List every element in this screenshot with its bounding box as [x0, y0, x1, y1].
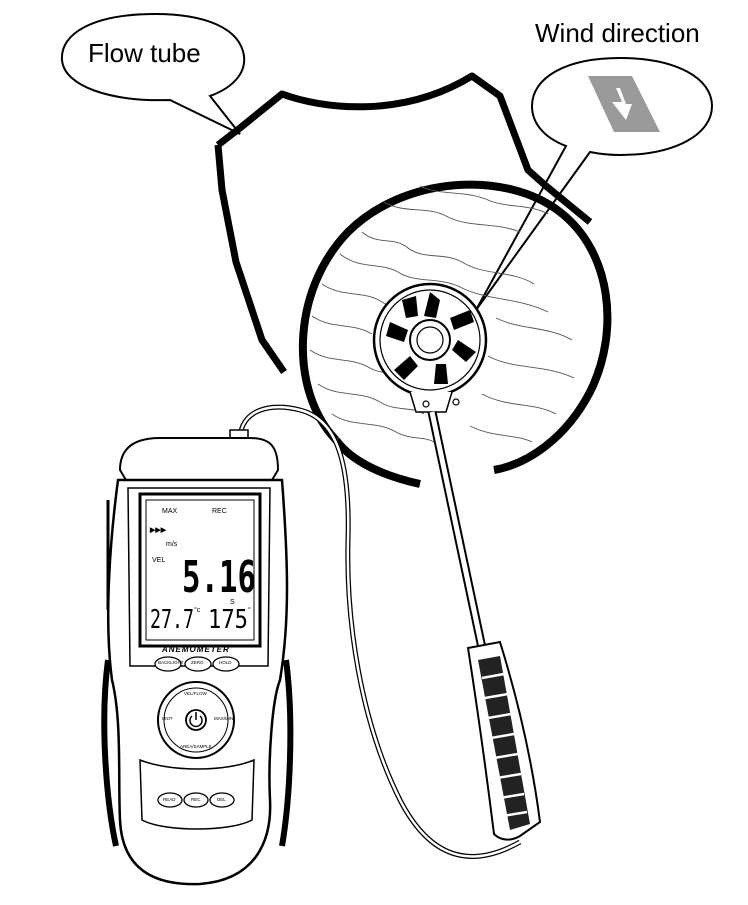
vane-blades: [386, 292, 476, 384]
vane-probe: [372, 282, 542, 841]
svg-text:AREA/SAMPLE: AREA/SAMPLE: [180, 744, 212, 749]
rec-button[interactable]: REC: [183, 792, 209, 808]
svg-text:UNIT: UNIT: [162, 716, 173, 721]
airflow-lines: [309, 185, 575, 443]
lcd-rec: REC: [212, 508, 227, 515]
power-icon: [189, 712, 203, 728]
flow-tube: [214, 72, 612, 488]
hold-button[interactable]: HOLD: [212, 656, 240, 672]
svg-text:BACKLIGHT: BACKLIGHT: [158, 660, 184, 665]
svg-text:DEL: DEL: [217, 797, 226, 802]
anemometer-meter: MAX REC ▶▶▶ m/s VEL 5.16 S 27.7 °c 175 °…: [101, 429, 294, 886]
lcd-s-label: S: [230, 599, 235, 606]
brand-label: ANEMOMETER: [161, 645, 230, 654]
svg-text:VEL/FLOW: VEL/FLOW: [184, 691, 208, 696]
lcd-main-value: 5.16: [182, 552, 256, 603]
power-button[interactable]: [185, 709, 207, 731]
area-sample-button[interactable]: AREA/SAMPLE: [180, 744, 212, 749]
backlight-button[interactable]: BACKLIGHT: [154, 656, 184, 672]
svg-text:MAX/MIN: MAX/MIN: [214, 716, 233, 721]
read-button[interactable]: READ: [157, 792, 183, 808]
battery-indicator: ▶▶▶: [149, 527, 167, 534]
wind-direction-callout: [475, 56, 714, 311]
flow-tube-label: Flow tube: [88, 38, 201, 68]
lcd-max: MAX: [162, 508, 178, 515]
lcd-display: MAX REC ▶▶▶ m/s VEL 5.16 S 27.7 °c 175 °: [138, 492, 262, 648]
del-button[interactable]: DEL: [209, 792, 235, 808]
lcd-second-unit: °: [248, 606, 251, 614]
flow-tube-callout: Flow tube: [60, 12, 246, 135]
zero-button[interactable]: ZERO: [184, 656, 212, 672]
arrow-down-icon: [588, 76, 660, 132]
vel-flow-button[interactable]: VEL/FLOW: [184, 691, 208, 696]
lcd-mode: VEL: [152, 557, 165, 564]
navigation-pad: VEL/FLOW UNIT MAX/MIN AREA/SAMPLE: [157, 681, 235, 759]
unit-button[interactable]: UNIT: [162, 716, 173, 721]
svg-text:ZERO: ZERO: [191, 660, 204, 665]
svg-text:HOLD: HOLD: [219, 660, 232, 665]
lcd-second-value: 175: [208, 605, 248, 635]
max-min-button[interactable]: MAX/MIN: [214, 716, 233, 721]
svg-text:REC: REC: [191, 797, 201, 802]
lcd-unit: m/s: [166, 541, 178, 548]
lcd-temp-unit: °c: [194, 606, 201, 614]
wind-direction-label: Wind direction: [535, 18, 700, 48]
svg-text:READ: READ: [163, 797, 176, 802]
lcd-temp-value: 27.7: [150, 605, 194, 635]
